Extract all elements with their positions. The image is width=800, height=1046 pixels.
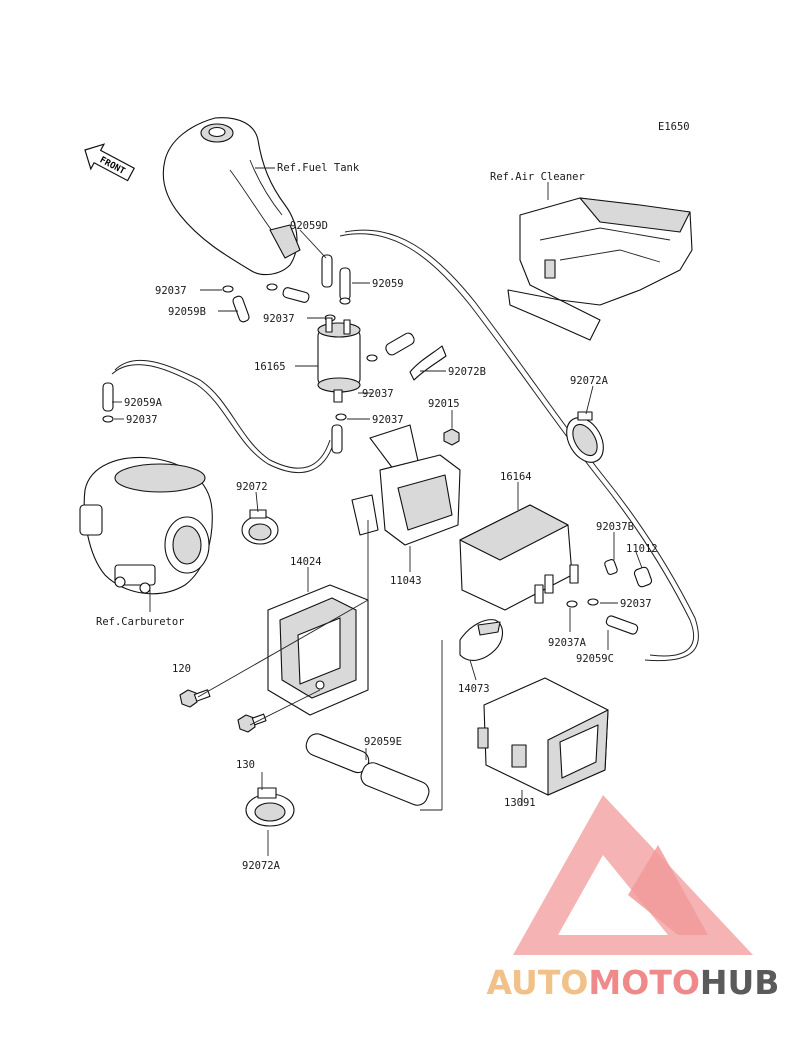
ref-carburetor-label: Ref.Carburetor bbox=[96, 616, 185, 628]
clip-icon bbox=[102, 283, 599, 608]
hose-92059E-b bbox=[360, 762, 430, 806]
label-14073: 14073 bbox=[458, 683, 490, 695]
label-92037: 92037 bbox=[126, 414, 158, 426]
box-13091 bbox=[477, 677, 609, 796]
ref-air-cleaner-label: Ref.Air Cleaner bbox=[490, 171, 585, 183]
label-130: 130 bbox=[236, 759, 255, 771]
label-120: 120 bbox=[172, 663, 191, 675]
automotohub-watermark: AUTOMOTOHUB bbox=[468, 785, 798, 1040]
label-16164: 16164 bbox=[500, 471, 532, 483]
nut-92015 bbox=[443, 428, 460, 446]
hose-clamp-92072 bbox=[241, 509, 279, 545]
label-92059E: 92059E bbox=[364, 736, 402, 748]
watermark-auto: AUTO bbox=[486, 963, 589, 1002]
air-cleaner-illustration bbox=[507, 197, 693, 341]
label-92037B: 92037B bbox=[596, 521, 634, 533]
canister-16164 bbox=[459, 504, 579, 611]
front-arrow-icon: FRONT bbox=[84, 143, 136, 182]
bracket-11043 bbox=[351, 424, 461, 546]
label-92037: 92037 bbox=[620, 598, 652, 610]
label-14024: 14024 bbox=[290, 556, 322, 568]
hose-clamp-92072A-top bbox=[566, 411, 604, 463]
leader-lines bbox=[112, 229, 643, 856]
label-11043: 11043 bbox=[390, 575, 422, 587]
watermark-moto: MOTO bbox=[588, 963, 700, 1002]
fuel-pump-illustration bbox=[317, 317, 361, 403]
diagram-code: E1650 bbox=[658, 121, 690, 133]
label-92059C: 92059C bbox=[576, 653, 614, 665]
part-11012 bbox=[633, 566, 653, 588]
label-92015: 92015 bbox=[428, 398, 460, 410]
label-13091: 13091 bbox=[504, 797, 536, 809]
label-92072A: 92072A bbox=[570, 375, 609, 387]
carburetor-illustration bbox=[79, 456, 213, 595]
label-16165: 16165 bbox=[254, 361, 286, 373]
label-92037: 92037 bbox=[263, 313, 295, 325]
hose-92059 bbox=[339, 267, 351, 301]
hose-clamp-92072A-bottom bbox=[245, 787, 295, 827]
ref-fuel-tank-label: Ref.Fuel Tank bbox=[277, 162, 360, 174]
hose-to-pump bbox=[385, 332, 415, 356]
label-11012: 11012 bbox=[626, 543, 658, 555]
hose-92059-short bbox=[282, 287, 310, 303]
label-92059A: 92059A bbox=[124, 397, 163, 409]
label-92059B: 92059B bbox=[168, 306, 206, 318]
hose-92059B bbox=[232, 295, 250, 323]
label-92072: 92072 bbox=[236, 481, 268, 493]
watermark-triangle-icon bbox=[513, 795, 753, 955]
watermark-text: AUTOMOTOHUB bbox=[468, 963, 798, 1002]
cover-14024 bbox=[267, 584, 369, 716]
label-92072A: 92072A bbox=[242, 860, 281, 872]
bolt-130 bbox=[237, 713, 267, 733]
label-92037: 92037 bbox=[362, 388, 394, 400]
part-92037B bbox=[604, 559, 618, 575]
fuel-tank-illustration bbox=[162, 117, 301, 276]
hose-92059C bbox=[605, 615, 639, 635]
watermark-hub: HUB bbox=[699, 963, 780, 1002]
hose-lower bbox=[331, 424, 343, 454]
bracket-14073-tab bbox=[477, 621, 501, 636]
label-92037: 92037 bbox=[372, 414, 404, 426]
label-92059D: 92059D bbox=[290, 220, 328, 232]
clamp-92072B bbox=[409, 345, 447, 381]
hose-92059E-a bbox=[305, 733, 370, 774]
label-92072B: 92072B bbox=[448, 366, 486, 378]
label-92059: 92059 bbox=[372, 278, 404, 290]
label-92037A: 92037A bbox=[548, 637, 587, 649]
hose-92059D bbox=[321, 254, 333, 288]
hose-92059A bbox=[102, 382, 114, 412]
label-92037: 92037 bbox=[155, 285, 187, 297]
